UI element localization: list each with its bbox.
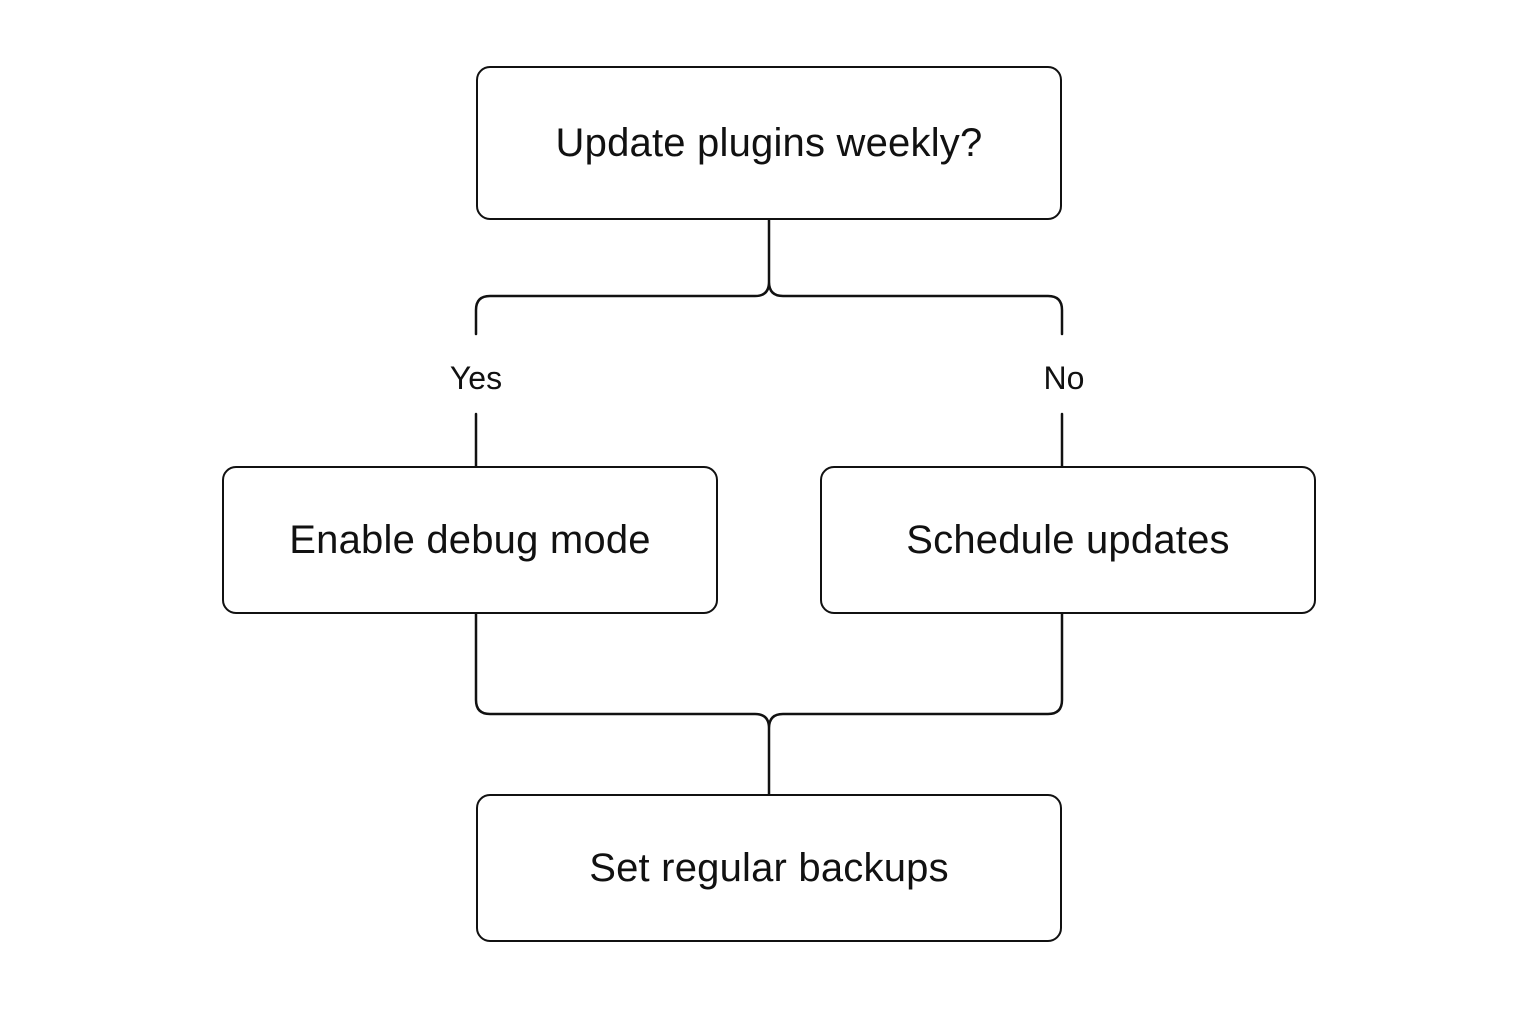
no-branch-label: No: [1004, 358, 1124, 398]
question-node-label: Update plugins weekly?: [555, 121, 983, 165]
set-regular-backups-node: Set regular backups: [476, 794, 1062, 942]
yes-branch-label: Yes: [416, 358, 536, 398]
schedule-updates-node: Schedule updates: [820, 466, 1316, 614]
set-regular-backups-label: Set regular backups: [589, 846, 949, 890]
connector-question-to-branches: [474, 218, 1064, 336]
enable-debug-mode-label: Enable debug mode: [289, 518, 651, 562]
enable-debug-mode-node: Enable debug mode: [222, 466, 718, 614]
schedule-updates-label: Schedule updates: [906, 518, 1230, 562]
connector-branches-merge: [474, 612, 1064, 796]
question-node: Update plugins weekly?: [476, 66, 1062, 220]
